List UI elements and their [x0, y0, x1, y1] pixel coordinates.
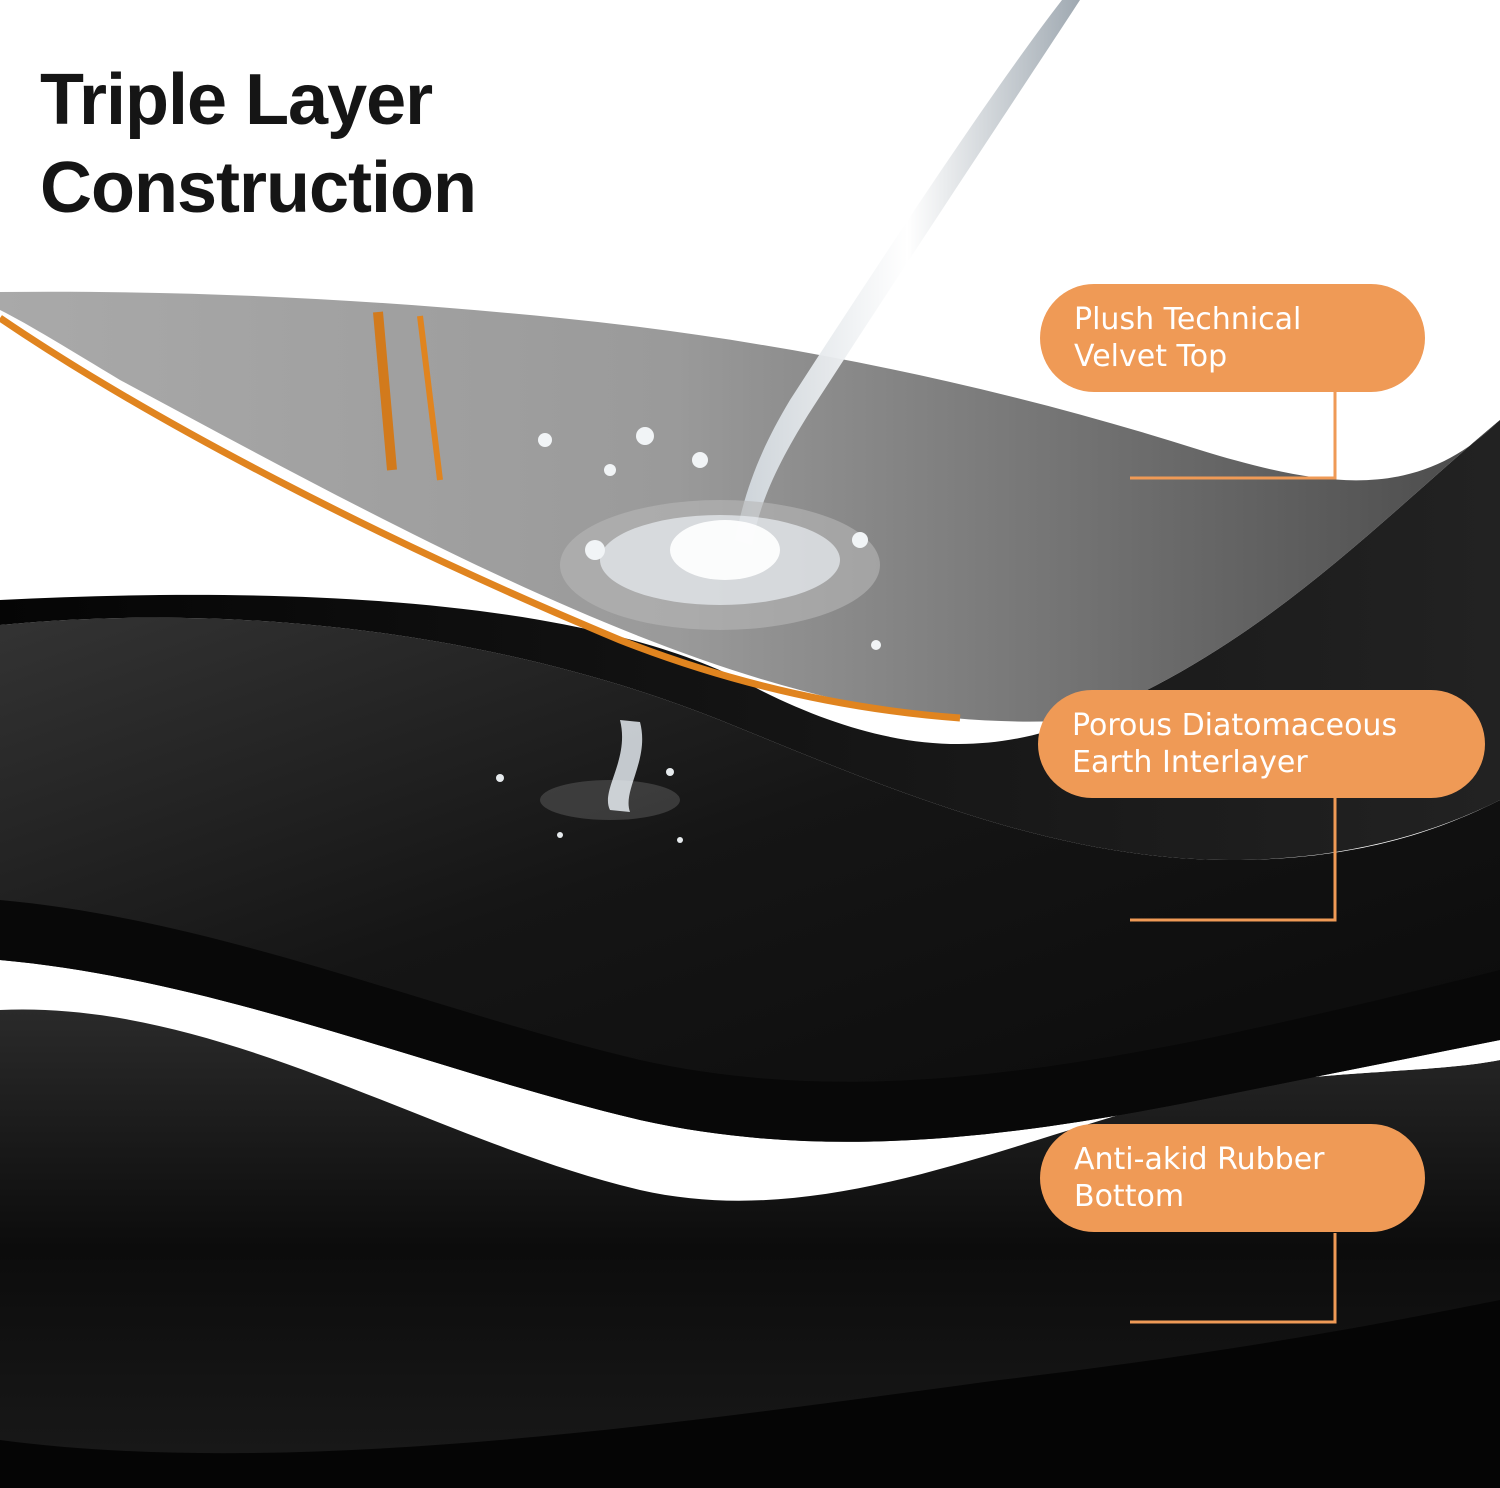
- callout-rubber-line-2: Bottom: [1074, 1179, 1185, 1214]
- callout-diatomite-line-2: Earth Interlayer: [1072, 745, 1308, 780]
- callout-velvet-line-1: Plush Technical: [1074, 302, 1302, 337]
- velvet-stripe-1: [0, 315, 961, 722]
- headline-line-1: Triple Layer: [40, 60, 433, 140]
- leader-line-velvet: [1130, 392, 1337, 480]
- velvet-stripe-2: [373, 311, 397, 471]
- callout-diatomite-line-1: Porous Diatomaceous: [1072, 708, 1398, 743]
- callout-rubber-line-1: Anti-akid Rubber: [1074, 1142, 1325, 1177]
- callout-velvet-line-2: Velvet Top: [1074, 339, 1228, 374]
- headline: Triple Layer Construction: [40, 56, 477, 232]
- water-splash-icon: [538, 427, 881, 650]
- callout-velvet-top: Plush Technical Velvet Top: [1040, 284, 1425, 392]
- callout-rubber-bottom: Anti-akid Rubber Bottom: [1040, 1124, 1425, 1232]
- middle-layer-face: [0, 900, 1500, 1142]
- headline-line-2: Construction: [40, 148, 477, 228]
- water-drip-icon: [496, 720, 683, 843]
- leader-line-diatomite: [1130, 798, 1337, 922]
- velvet-stripe-3: [417, 315, 443, 481]
- rubber-bottom-edge: [0, 1300, 1500, 1488]
- callout-diatomite-interlayer: Porous Diatomaceous Earth Interlayer: [1038, 690, 1485, 798]
- leader-line-rubber: [1130, 1233, 1337, 1324]
